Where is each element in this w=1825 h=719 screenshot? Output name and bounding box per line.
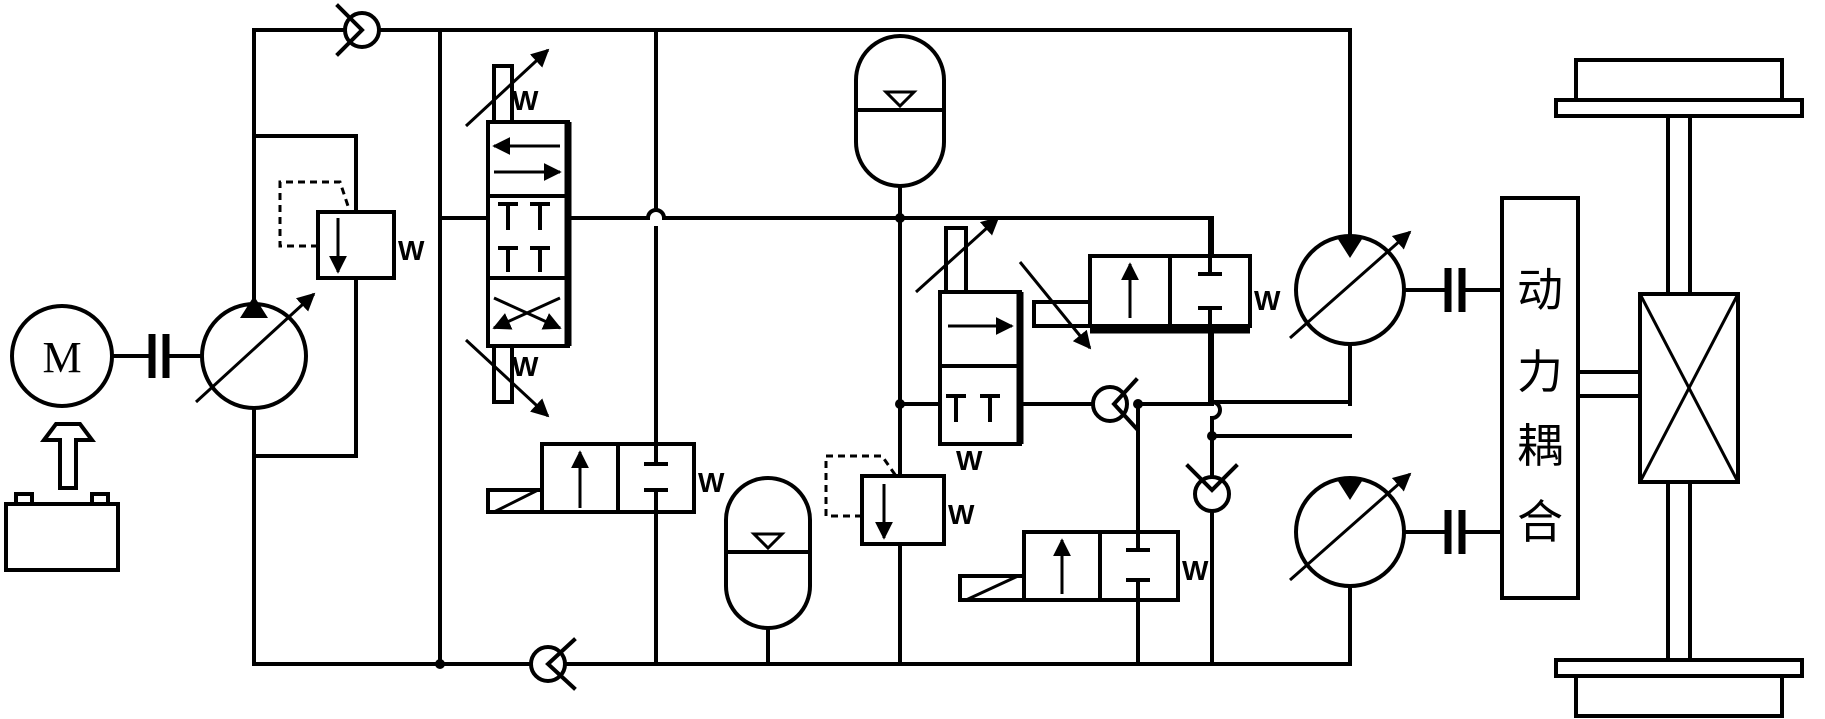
junction-dots (435, 213, 1217, 669)
spring-w-1: W (398, 235, 425, 266)
directional-valve-4-3: W W (464, 48, 572, 418)
accumulator-bottom (724, 476, 812, 630)
battery-with-arrow (4, 422, 120, 572)
spring-w-8: W (1182, 555, 1209, 586)
variable-motor-bottom (1289, 472, 1504, 588)
variable-motor-top (1289, 230, 1504, 346)
coupling-char-1: 动 (1517, 263, 1563, 317)
relief-valve-left: W (278, 180, 425, 280)
check-valve-bottom (529, 637, 577, 691)
coupling-char-3: 耦 (1517, 419, 1563, 473)
check-valve-vertical (1185, 463, 1239, 513)
coupling-char-2: 力 (1517, 345, 1563, 399)
coupling-char-4: 合 (1517, 495, 1563, 549)
spring-w-3: W (512, 351, 539, 382)
electric-motor: M (10, 304, 206, 408)
solenoid-valve-2-2-top: W (1018, 216, 1281, 406)
spring-w-4: W (698, 467, 725, 498)
accumulator-top (854, 34, 946, 188)
relief-valve-middle: W (824, 454, 975, 546)
directional-valve-middle: W (914, 216, 1024, 476)
variable-pump-left (194, 292, 316, 410)
power-coupling-box: 动 力 耦 合 (1500, 196, 1642, 600)
solenoid-valve-2-2-bottom: W (958, 530, 1209, 602)
spring-w-7: W (1254, 285, 1281, 316)
spring-w-6: W (956, 445, 983, 476)
axle-differential (1554, 58, 1804, 718)
check-valve-top (335, 3, 381, 57)
spring-w-2: W (512, 85, 539, 116)
spring-w-5: W (948, 499, 975, 530)
motor-label: M (42, 333, 81, 382)
check-valve-middle (1091, 377, 1139, 431)
solenoid-valve-2-2-left: W (486, 442, 725, 514)
